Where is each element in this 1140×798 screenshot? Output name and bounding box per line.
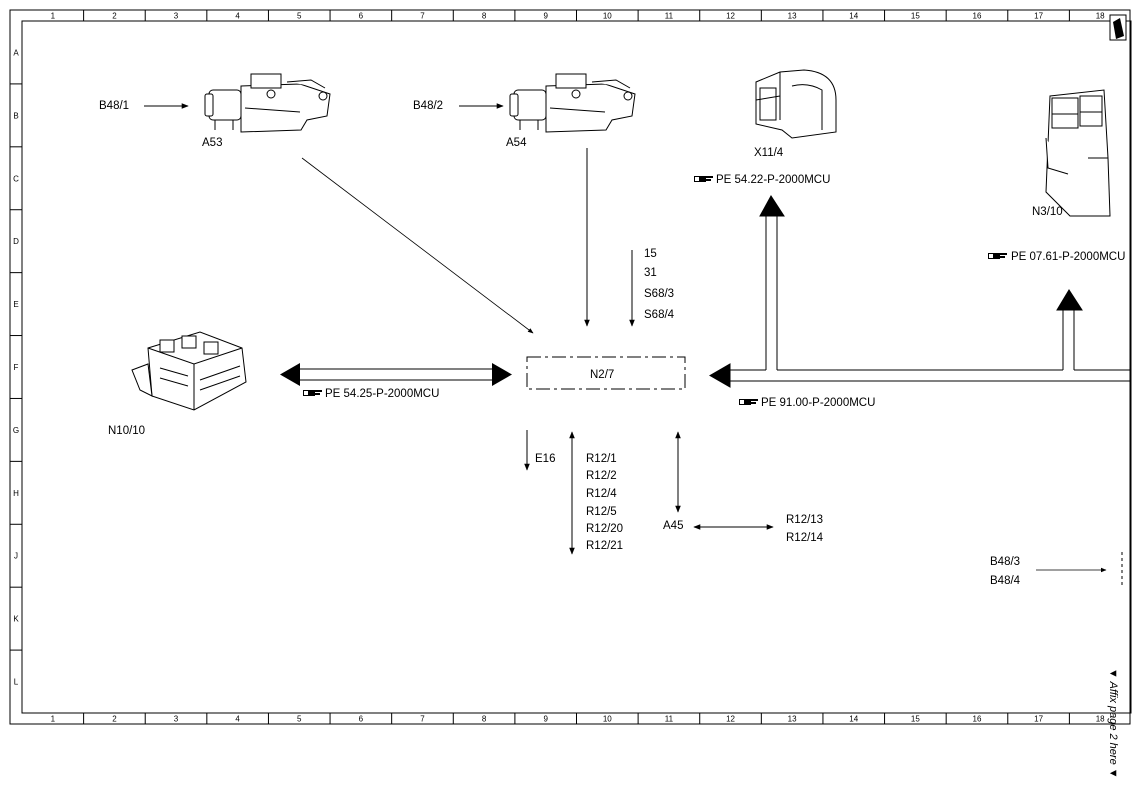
terminal-s68-4: S68/4 [644,309,675,321]
grid-column-label: 15 [911,715,920,724]
grid-column-label: 5 [297,715,302,724]
grid-column-label: 3 [174,12,179,21]
label-r12-20: R12/20 [586,523,623,535]
grid-column-label: 17 [1034,715,1043,724]
grid-row-label: H [13,489,19,498]
terminal-31: 31 [644,267,657,279]
bus-link-right [708,195,1130,388]
n2-7-box [526,356,686,390]
label-b48-4: B48/4 [990,575,1021,587]
grid-column-label: 16 [973,715,982,724]
label-e16: E16 [535,453,555,465]
grid-row-label: C [13,174,19,183]
grid-row-labels-left: A B C D E F G H J K L [10,48,22,687]
grid-column-label: 14 [849,715,858,724]
grid-column-label: 7 [420,12,425,21]
grid-column-label: 9 [543,12,548,21]
grid-column-label: 2 [112,12,117,21]
grid-row-label: J [14,552,18,561]
a53-sensor-icon [204,73,331,133]
grid-column-label: 5 [297,12,302,21]
grid-column-label: 13 [788,12,797,21]
grid-column-label: 11 [665,12,674,21]
grid-row-label: A [13,48,19,57]
label-x11-4: X11/4 [754,147,784,159]
grid-column-label: 4 [235,715,240,724]
corner-symbol-icon [1109,14,1127,41]
affix-page-note: ▼ Affix page 2 here ▼ [1107,668,1119,779]
hand-reference-icon [303,390,322,396]
grid-row-label: B [13,111,18,120]
grid-column-label: 10 [603,715,612,724]
terminal-15: 15 [644,248,657,260]
label-r12-14: R12/14 [786,532,824,544]
label-r12-21: R12/21 [586,540,623,552]
a54-sensor-icon [509,73,636,133]
grid-row-label: E [13,300,18,309]
grid-column-label: 2 [112,715,117,724]
n3-10-control-unit-icon [1045,89,1111,217]
grid-column-label: 15 [911,12,920,21]
grid-column-label: 12 [726,715,735,724]
grid-column-label: 11 [665,715,674,724]
grid-column-label: 12 [726,12,735,21]
ref-pe-07-61: PE 07.61-P-2000MCU [1011,251,1125,263]
label-r12-1: R12/1 [586,453,617,465]
grid-column-label: 18 [1096,715,1105,724]
label-r12-13: R12/13 [786,514,823,526]
grid-row-label: K [13,615,19,624]
grid-row-label: F [14,363,19,372]
grid-column-label: 10 [603,12,612,21]
grid-column-label: 1 [51,715,56,724]
label-b48-3: B48/3 [990,556,1020,568]
ref-pe-54-22: PE 54.22-P-2000MCU [716,174,830,186]
terminal-s68-3: S68/3 [644,288,674,300]
label-r12-4: R12/4 [586,488,617,500]
grid-column-label: 18 [1096,12,1105,21]
grid-column-label: 3 [174,715,179,724]
grid-column-label: 1 [51,12,56,21]
n10-10-module-icon [131,331,247,411]
hand-reference-icon [694,176,713,182]
signal-a53-n2-7 [301,157,534,334]
ref-pe-91-00: PE 91.00-P-2000MCU [761,397,875,409]
grid-row-label: D [13,237,19,246]
label-r12-2: R12/2 [586,470,617,482]
label-b48-2: B48/2 [413,100,443,112]
grid-column-label: 16 [973,12,982,21]
label-a54: A54 [506,137,527,149]
grid-column-label: 7 [420,715,425,724]
label-a45: A45 [663,520,683,532]
grid-column-label: 8 [482,715,487,724]
grid-column-label: 4 [235,12,240,21]
label-n3-10: N3/10 [1032,206,1063,218]
grid-column-label: 8 [482,12,487,21]
grid-column-label: 6 [359,12,364,21]
hand-reference-icon [988,253,1007,259]
bus-link-n10-n2 [280,363,512,386]
x11-4-connector-icon [755,69,837,139]
label-n10-10: N10/10 [108,425,145,437]
grid-column-label: 13 [788,715,797,724]
grid-row-label: L [14,678,19,687]
hand-reference-icon [739,399,758,405]
grid-column-label: 14 [849,12,858,21]
grid-column-label: 17 [1034,12,1043,21]
label-n2-7: N2/7 [590,369,614,381]
label-r12-5: R12/5 [586,506,617,518]
grid-row-label: G [13,426,19,435]
grid-column-label: 6 [359,715,364,724]
label-b48-1: B48/1 [99,100,129,112]
grid-column-label: 9 [543,715,548,724]
label-a53: A53 [202,137,222,149]
ref-pe-54-25: PE 54.25-P-2000MCU [325,388,439,400]
